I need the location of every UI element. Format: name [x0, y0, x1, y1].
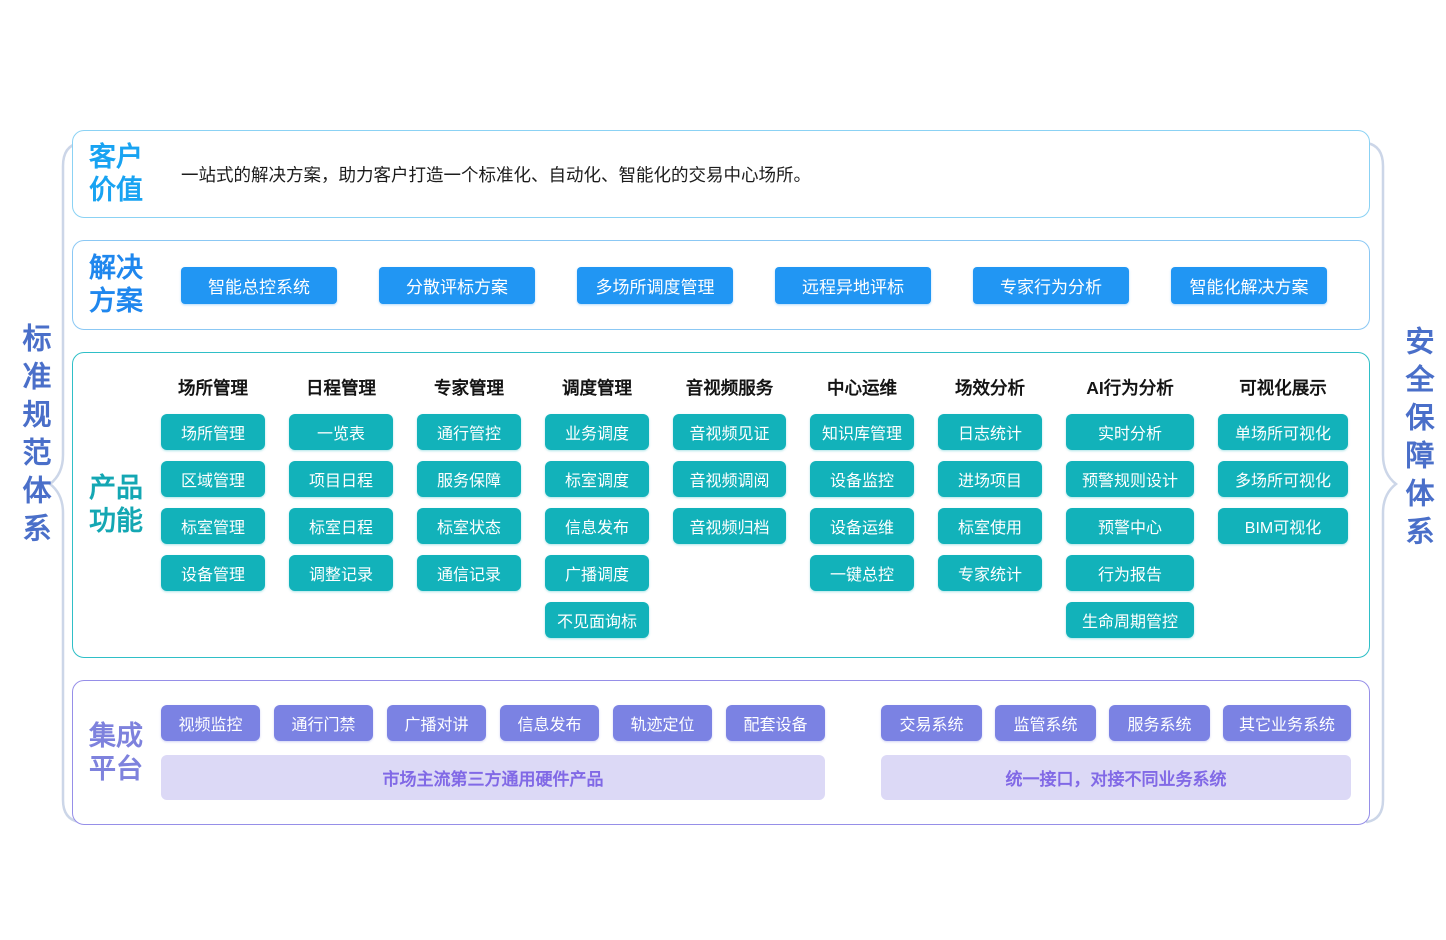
- hardware-button[interactable]: 轨迹定位: [613, 705, 712, 741]
- feature-button[interactable]: 通信记录: [417, 555, 521, 591]
- section-customer-value: 客户价值 一站式的解决方案，助力客户打造一个标准化、自动化、智能化的交易中心场所…: [72, 130, 1370, 218]
- business-bar: 统一接口，对接不同业务系统: [881, 755, 1351, 800]
- feature-column-header: 场所管理: [178, 378, 248, 398]
- feature-button[interactable]: 不见面询标: [545, 602, 649, 638]
- section-product-features: 产品功能 场所管理场所管理区域管理标室管理设备管理日程管理一览表项目日程标室日程…: [72, 352, 1370, 658]
- feature-button[interactable]: 多场所可视化: [1218, 461, 1348, 497]
- customer-value-label: 客户价值: [89, 142, 143, 205]
- feature-button[interactable]: 场所管理: [161, 414, 265, 450]
- business-button[interactable]: 监管系统: [995, 705, 1096, 741]
- feature-button[interactable]: 标室管理: [161, 508, 265, 544]
- feature-button[interactable]: BIM可视化: [1218, 508, 1348, 544]
- feature-button[interactable]: 单场所可视化: [1218, 414, 1348, 450]
- hardware-button[interactable]: 信息发布: [500, 705, 599, 741]
- solution-button[interactable]: 智能总控系统: [181, 266, 337, 304]
- feature-button[interactable]: 通行管控: [417, 414, 521, 450]
- business-button[interactable]: 其它业务系统: [1223, 705, 1351, 741]
- feature-button[interactable]: 进场项目: [938, 461, 1042, 497]
- feature-button[interactable]: 生命周期管控: [1066, 602, 1194, 638]
- feature-columns: 场所管理场所管理区域管理标室管理设备管理日程管理一览表项目日程标室日程调整记录专…: [161, 353, 1348, 638]
- feature-button[interactable]: 服务保障: [417, 461, 521, 497]
- solution-label: 解决方案: [89, 253, 143, 316]
- hardware-button[interactable]: 配套设备: [726, 705, 825, 741]
- feature-button[interactable]: 设备监控: [810, 461, 914, 497]
- feature-column-header: 音视频服务: [685, 378, 774, 398]
- feature-button[interactable]: 音视频归档: [673, 508, 786, 544]
- feature-button[interactable]: 音视频见证: [673, 414, 786, 450]
- business-buttons: 交易系统监管系统服务系统其它业务系统: [881, 705, 1351, 741]
- feature-button[interactable]: 预警中心: [1066, 508, 1194, 544]
- business-button[interactable]: 交易系统: [881, 705, 982, 741]
- customer-value-description: 一站式的解决方案，助力客户打造一个标准化、自动化、智能化的交易中心场所。: [181, 164, 811, 185]
- feature-button[interactable]: 预警规则设计: [1066, 461, 1194, 497]
- feature-column: 音视频服务音视频见证音视频调阅音视频归档: [673, 375, 786, 638]
- hardware-button[interactable]: 通行门禁: [274, 705, 373, 741]
- feature-button[interactable]: 日志统计: [938, 414, 1042, 450]
- feature-column-header: AI行为分析: [1086, 378, 1174, 398]
- solution-button[interactable]: 远程异地评标: [775, 266, 931, 304]
- solution-button[interactable]: 多场所调度管理: [577, 266, 733, 304]
- feature-column: AI行为分析实时分析预警规则设计预警中心行为报告生命周期管控: [1066, 375, 1194, 638]
- feature-button[interactable]: 音视频调阅: [673, 461, 786, 497]
- feature-column-header: 专家管理: [434, 378, 504, 398]
- section-integration-platform: 集成平台 视频监控通行门禁广播对讲信息发布轨迹定位配套设备 市场主流第三方通用硬…: [72, 680, 1370, 825]
- feature-column: 中心运维知识库管理设备监控设备运维一键总控: [810, 375, 914, 638]
- feature-button[interactable]: 信息发布: [545, 508, 649, 544]
- hardware-buttons: 视频监控通行门禁广播对讲信息发布轨迹定位配套设备: [161, 705, 825, 741]
- feature-button[interactable]: 调整记录: [289, 555, 393, 591]
- feature-column-header: 可视化展示: [1239, 378, 1327, 398]
- feature-button[interactable]: 区域管理: [161, 461, 265, 497]
- business-button[interactable]: 服务系统: [1109, 705, 1210, 741]
- left-axis-label: 标准规范体系: [18, 323, 50, 551]
- feature-column: 日程管理一览表项目日程标室日程调整记录: [289, 375, 393, 638]
- solution-button[interactable]: 智能化解决方案: [1171, 266, 1327, 304]
- solution-buttons: 智能总控系统 分散评标方案 多场所调度管理 远程异地评标 专家行为分析 智能化解决方案: [181, 266, 1327, 304]
- hardware-button[interactable]: 广播对讲: [387, 705, 486, 741]
- hardware-group: 视频监控通行门禁广播对讲信息发布轨迹定位配套设备 市场主流第三方通用硬件产品: [161, 705, 825, 800]
- feature-button[interactable]: 设备运维: [810, 508, 914, 544]
- feature-button[interactable]: 标室日程: [289, 508, 393, 544]
- integration-groups: 视频监控通行门禁广播对讲信息发布轨迹定位配套设备 市场主流第三方通用硬件产品 交…: [161, 705, 1351, 800]
- feature-column: 场效分析日志统计进场项目标室使用专家统计: [938, 375, 1042, 638]
- right-axis-label: 安全保障体系: [1401, 326, 1433, 554]
- feature-button[interactable]: 行为报告: [1066, 555, 1194, 591]
- feature-button[interactable]: 业务调度: [545, 414, 649, 450]
- solution-button[interactable]: 专家行为分析: [973, 266, 1129, 304]
- feature-button[interactable]: 标室状态: [417, 508, 521, 544]
- feature-column: 场所管理场所管理区域管理标室管理设备管理: [161, 375, 265, 638]
- hardware-bar: 市场主流第三方通用硬件产品: [161, 755, 825, 800]
- feature-column: 专家管理通行管控服务保障标室状态通信记录: [417, 375, 521, 638]
- feature-button[interactable]: 项目日程: [289, 461, 393, 497]
- solution-button[interactable]: 分散评标方案: [379, 266, 535, 304]
- feature-button[interactable]: 一键总控: [810, 555, 914, 591]
- feature-column-header: 调度管理: [562, 378, 632, 398]
- feature-button[interactable]: 一览表: [289, 414, 393, 450]
- feature-column: 调度管理业务调度标室调度信息发布广播调度不见面询标: [545, 375, 649, 638]
- feature-button[interactable]: 专家统计: [938, 555, 1042, 591]
- feature-button[interactable]: 知识库管理: [810, 414, 914, 450]
- feature-button[interactable]: 实时分析: [1066, 414, 1194, 450]
- feature-column: 可视化展示单场所可视化多场所可视化 BIM可视化: [1218, 375, 1348, 638]
- feature-column-header: 日程管理: [306, 378, 376, 398]
- integration-platform-label: 集成平台: [89, 720, 143, 784]
- feature-button[interactable]: 设备管理: [161, 555, 265, 591]
- feature-button[interactable]: 标室调度: [545, 461, 649, 497]
- feature-column-header: 场效分析: [955, 378, 1025, 398]
- section-solution: 解决方案 智能总控系统 分散评标方案 多场所调度管理 远程异地评标 专家行为分析 智能化解…: [72, 240, 1370, 330]
- product-features-label: 产品功能: [89, 473, 143, 536]
- feature-button[interactable]: 广播调度: [545, 555, 649, 591]
- feature-button[interactable]: 标室使用: [938, 508, 1042, 544]
- business-group: 交易系统监管系统服务系统其它业务系统 统一接口，对接不同业务系统: [881, 705, 1351, 800]
- right-brace-icon: [1365, 141, 1399, 824]
- hardware-button[interactable]: 视频监控: [161, 705, 260, 741]
- feature-column-header: 中心运维: [827, 378, 897, 398]
